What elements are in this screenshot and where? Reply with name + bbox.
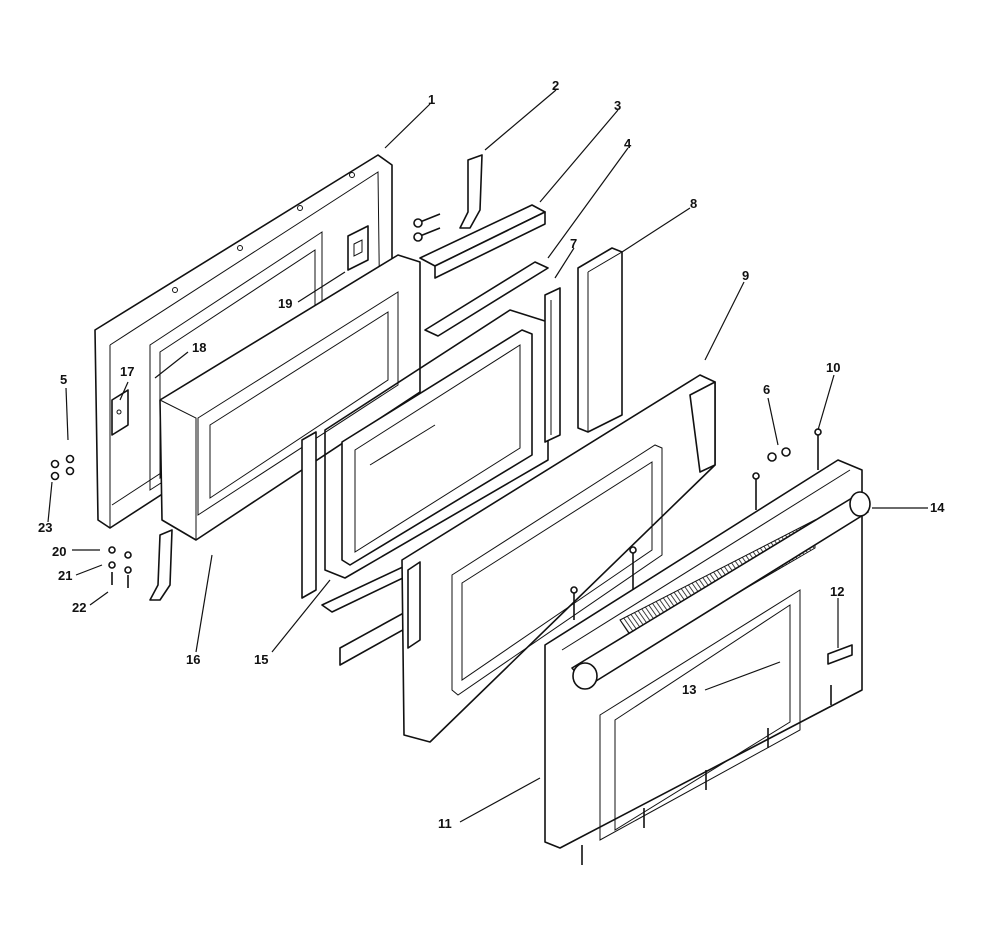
latch-bracket (347, 225, 369, 271)
callout-10: 10 (826, 360, 840, 375)
callout-20: 20 (52, 544, 66, 559)
callout-8: 8 (690, 196, 697, 211)
callout-17: 17 (120, 364, 134, 379)
callout-7: 7 (570, 236, 577, 251)
callout-3: 3 (614, 98, 621, 113)
callout-22: 22 (72, 600, 86, 615)
callout-15: 15 (254, 652, 268, 667)
side-glass-retainer (544, 287, 561, 443)
callout-12: 12 (830, 584, 844, 599)
insulation-pad (577, 247, 623, 433)
callout-6: 6 (763, 382, 770, 397)
door-hinge-bottom (149, 529, 173, 601)
door-latch (827, 644, 853, 665)
screw-set (50, 213, 832, 865)
callout-2: 2 (552, 78, 559, 93)
callout-13: 13 (682, 682, 696, 697)
callout-21: 21 (58, 568, 72, 583)
callout-9: 9 (742, 268, 749, 283)
callout-23: 23 (38, 520, 52, 535)
outer-door-frame (401, 374, 716, 743)
callout-labels: 1 2 3 4 5 6 7 8 9 10 11 12 13 14 15 16 1… (38, 78, 945, 831)
callout-19: 19 (278, 296, 292, 311)
callout-1: 1 (428, 92, 435, 107)
callout-4: 4 (624, 136, 632, 151)
callout-16: 16 (186, 652, 200, 667)
leader-lines (47, 89, 928, 823)
callout-5: 5 (60, 372, 67, 387)
callout-11: 11 (438, 816, 452, 831)
callout-14: 14 (930, 500, 945, 515)
inner-glass-frame (159, 254, 421, 541)
glass-channel-top (424, 261, 549, 337)
door-glass-assembly (324, 309, 549, 579)
callout-18: 18 (192, 340, 206, 355)
top-channel (419, 204, 546, 279)
door-hinge-top (459, 154, 483, 229)
door-handle (571, 491, 871, 690)
